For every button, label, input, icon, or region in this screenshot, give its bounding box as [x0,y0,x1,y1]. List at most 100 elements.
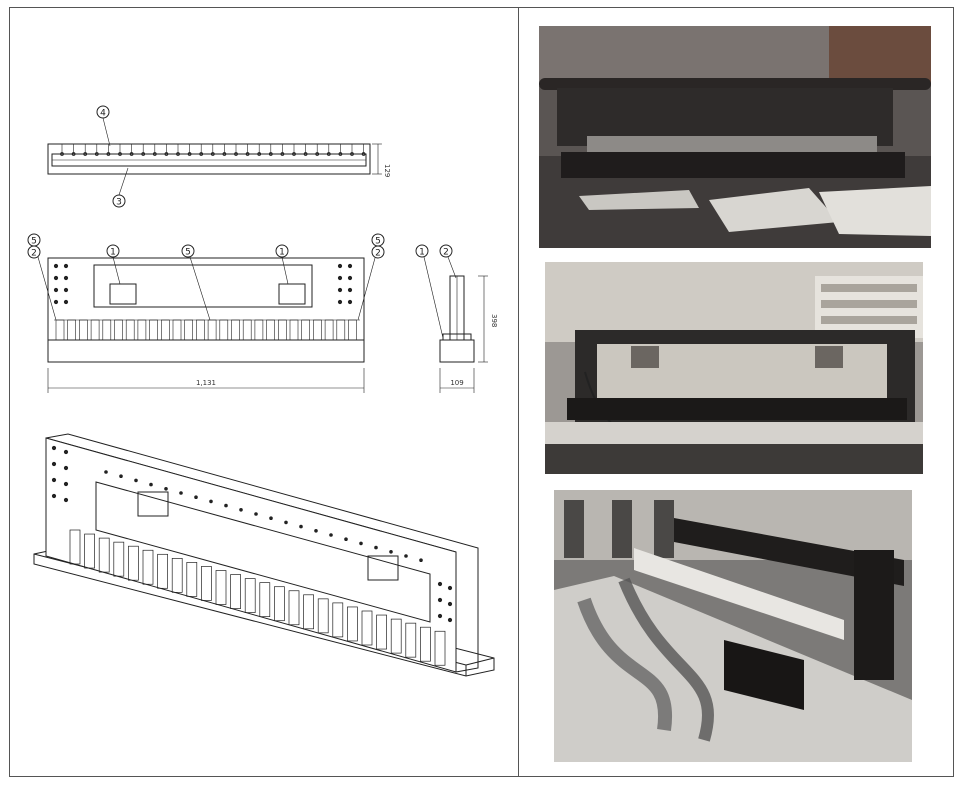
bolt-hole [53,287,59,293]
iso-bolt [119,474,123,479]
iso-bolt-hole [51,477,57,483]
side-width-dimension: 109 [450,379,463,387]
iso-bolt [179,491,183,495]
iso-actuator [420,626,431,662]
top-view [47,143,382,175]
bolt-head [176,152,180,156]
iso-actuator [128,545,139,581]
actuator-column [336,319,346,341]
iso-bolt-hole [63,465,69,471]
svg-text:5: 5 [375,237,381,247]
svg-text:1: 1 [110,248,116,258]
iso-bolt [194,495,198,500]
bolt-hole [63,275,69,281]
bolt-hole [337,299,343,305]
balloon-2-side: 2 [439,244,457,279]
isometric-view [33,433,495,677]
actuator-column [149,319,158,341]
iso-actuator [376,614,387,650]
balloon-1-side: 1 [415,244,444,339]
actuator-column [231,319,240,341]
actuator-column [254,319,264,341]
iso-actuator [434,630,446,666]
bolt-head [234,152,238,156]
actuator-column [348,319,357,341]
actuator-column [114,319,123,341]
iso-bolt-hole [51,445,57,451]
bolt-hole [347,299,353,305]
actuator-column [324,319,334,341]
iso-bolt-hole [63,449,69,455]
bolt-hole [53,263,59,269]
bolt-head [326,152,331,156]
bolt-hole [337,287,343,293]
bolt-head [303,152,308,156]
bolt-hole [53,275,59,281]
iso-bolt-hole [63,481,69,487]
bolt-head [210,152,215,156]
bolt-head [268,152,273,156]
actuator-column [161,319,170,341]
balloon-2-left: 2 [27,245,57,321]
front-view [47,257,365,393]
iso-actuator [390,618,402,654]
iso-bolt-hole [437,581,443,587]
actuator-column [79,319,88,341]
actuator-column [196,319,205,341]
iso-actuator [84,533,95,569]
front-width-dimension: 1,131 [196,379,216,387]
iso-bolt [224,503,228,508]
bolt-hole [63,287,69,293]
iso-bolt [419,558,423,563]
photo-components-with-cables [554,490,912,762]
actuator-column [301,319,311,341]
iso-actuator [69,529,81,565]
bolt-head [245,152,250,156]
bolt-head [164,152,169,156]
actuator-column [184,319,193,341]
engineering-drawing-panel: 129 4 3 [10,8,518,776]
iso-actuator [171,557,183,593]
svg-text:2: 2 [375,249,381,259]
iso-bolt [284,520,288,525]
iso-bolt [359,541,363,546]
iso-actuator [215,570,227,605]
iso-bolt [389,550,393,554]
side-view [439,275,488,393]
iso-bolt [374,545,378,550]
svg-text:3: 3 [116,198,122,208]
panel-divider [518,8,519,776]
balloon-1-a: 1 [106,244,121,285]
iso-actuator [274,586,285,622]
balloon-5-right: 5 [371,233,385,247]
bolt-hole [63,299,69,305]
side-height-dimension: 398 [490,314,498,327]
balloon-3: 3 [112,167,129,208]
iso-bolt-hole [447,617,453,623]
bolt-head [199,152,204,156]
iso-actuator [303,594,314,630]
balloon-2-right: 2 [357,245,385,321]
balloon-5-left: 5 [27,233,41,247]
svg-text:5: 5 [185,248,191,258]
iso-actuator [405,622,417,658]
bolt-head [152,152,157,156]
iso-actuator [113,541,125,577]
iso-actuator [288,590,300,626]
iso-bolt [314,529,318,533]
iso-bolt-hole [63,497,69,503]
actuator-column [55,319,65,341]
iso-actuator [98,537,110,573]
svg-text:2: 2 [443,248,449,258]
actuator-column [266,319,275,341]
iso-bolt-hole [437,613,443,619]
iso-actuator [332,602,344,638]
bolt-head [280,152,285,156]
iso-actuator [244,578,256,613]
actuator-column [242,319,252,341]
svg-text:4: 4 [100,109,106,119]
bolt-head [292,152,296,156]
iso-bolt-hole [51,461,57,467]
actuator-column [289,319,299,341]
iso-actuator [142,549,154,585]
